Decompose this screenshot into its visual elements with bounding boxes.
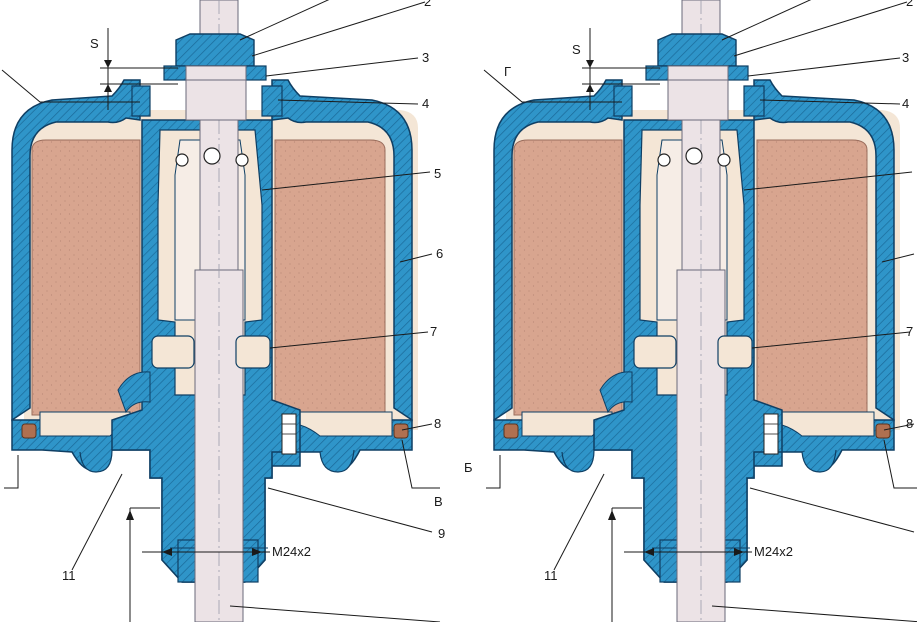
label-s: S	[90, 36, 99, 51]
label-5: 5	[434, 166, 441, 181]
right-view-labels: 2 3 4 7 8 Г Б 11 S M24x2	[464, 0, 913, 583]
label-s: S	[572, 42, 581, 57]
label-8: 8	[434, 416, 441, 431]
label-3: 3	[422, 50, 429, 65]
label-7: 7	[430, 324, 437, 339]
label-11: 11	[544, 568, 558, 583]
label-3: 3	[902, 50, 909, 65]
label-7: 7	[906, 324, 913, 339]
label-2: 2	[906, 0, 913, 9]
left-view: 2 3 4 5 6 7 8 В 9 11 S M24x2	[1, 0, 445, 623]
label-2: 2	[424, 0, 431, 9]
left-view-labels: 2 3 4 5 6 7 8 В 9 11 S M24x2	[62, 0, 445, 583]
label-6: 6	[436, 246, 443, 261]
label-thread: M24x2	[754, 544, 793, 559]
right-view: 2 3 4 7 8 Г Б 11 S M24x2	[464, 0, 917, 623]
label-thread: M24x2	[272, 544, 311, 559]
label-8: 8	[906, 416, 913, 431]
label-b: Б	[464, 460, 473, 475]
label-11: 11	[62, 568, 76, 583]
label-9: 9	[438, 526, 445, 541]
label-v: В	[434, 494, 443, 509]
label-4: 4	[422, 96, 429, 111]
label-g: Г	[504, 64, 511, 79]
label-4: 4	[902, 96, 909, 111]
